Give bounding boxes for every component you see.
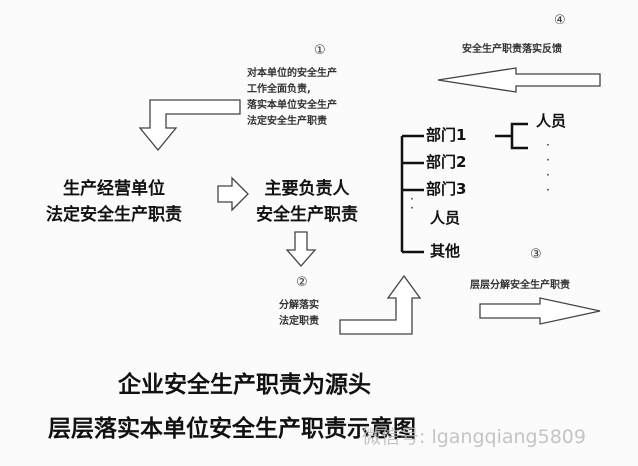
note-line: 法定职责 xyxy=(279,316,319,327)
marker-1: ① xyxy=(314,43,326,58)
marker-3: ③ xyxy=(530,247,542,262)
leader-box: 主要负责人 安全生产职责 xyxy=(256,176,358,228)
ellipsis-dots: ···· xyxy=(546,138,550,197)
branch-other: 其他 xyxy=(430,242,461,260)
feedback-arrow xyxy=(437,67,601,93)
marker-2: ② xyxy=(296,275,308,290)
unit-box: 生产经营单位 法定安全生产职责 xyxy=(46,176,182,228)
branch-dept2: 部门2 xyxy=(426,153,467,171)
note-line: 法定安全生产职责 xyxy=(247,116,327,127)
unit-line: 生产经营单位 xyxy=(63,179,165,199)
decompose-arrow xyxy=(479,297,601,325)
note-line: 分解落实 xyxy=(279,300,319,311)
branch-staff: 人员 xyxy=(430,209,461,227)
branch-dept1: 部门1 xyxy=(426,126,467,144)
bent-down-arrow xyxy=(138,99,241,152)
decompose-label: 层层分解安全生产职责 xyxy=(470,280,570,291)
bracket xyxy=(400,122,528,254)
split-note: 分解落实 法定职责 xyxy=(279,298,319,330)
unit-line: 法定安全生产职责 xyxy=(46,205,182,225)
ellipsis-dots: ·· xyxy=(410,192,414,215)
branch-dept3: 部门3 xyxy=(426,180,467,198)
note-line: 落实本单位安全生产 xyxy=(247,100,337,111)
watermark: 微信号: lgangqiang5809 xyxy=(362,426,586,448)
main-duty-note: 对本单位的安全生产 工作全面负责, 落实本单位安全生产 法定安全生产职责 xyxy=(247,66,337,130)
dept1-staff: 人员 xyxy=(536,112,567,130)
feedback-label: 安全生产职责落实反馈 xyxy=(462,44,562,55)
leader-line: 主要负责人 xyxy=(264,179,350,199)
title-line-1: 企业安全生产职责为源头 xyxy=(118,372,371,398)
marker-4: ④ xyxy=(554,13,566,28)
note-line: 对本单位的安全生产 xyxy=(247,68,337,79)
leader-line: 安全生产职责 xyxy=(256,205,358,225)
note-line: 工作全面负责, xyxy=(247,84,311,95)
right-arrow xyxy=(217,176,249,212)
title-line-2: 层层落实本单位安全生产职责示意图 xyxy=(48,416,416,442)
down-arrow xyxy=(285,231,317,267)
up-arrow xyxy=(339,274,422,335)
